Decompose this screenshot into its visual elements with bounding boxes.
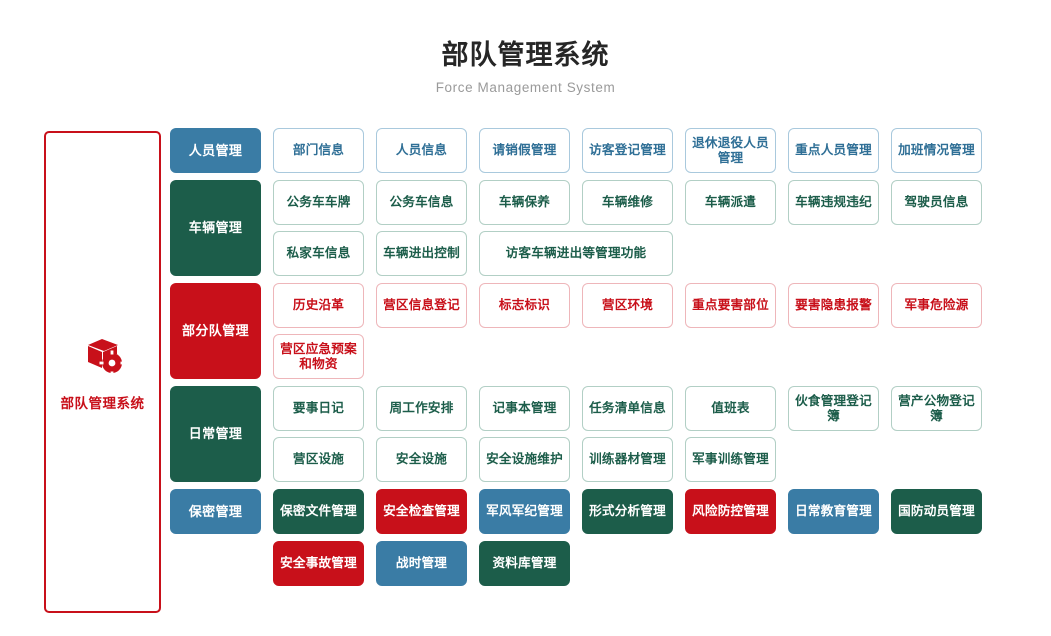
module-row: 部门信息人员信息请销假管理访客登记管理退休退役人员管理重点人员管理加班情况管理 xyxy=(273,128,1040,173)
module-button[interactable]: 车辆进出控制 xyxy=(376,231,467,276)
module-button[interactable]: 退休退役人员管理 xyxy=(685,128,776,173)
module-row: 安全事故管理战时管理资料库管理 xyxy=(273,541,1040,586)
module-button[interactable]: 驾驶员信息 xyxy=(891,180,982,225)
module-button[interactable]: 伙食管理登记簿 xyxy=(788,386,879,431)
group-gap xyxy=(170,482,1040,489)
module-group-unit: 部分队管理历史沿革营区信息登记标志标识营区环境重点要害部位要害隐患报警军事危险源… xyxy=(170,283,1040,379)
module-button[interactable]: 公务车车牌 xyxy=(273,180,364,225)
group-body-daily: 要事日记周工作安排记事本管理任务清单信息值班表伙食管理登记簿营产公物登记簿营区设… xyxy=(273,386,1040,482)
module-button[interactable]: 请销假管理 xyxy=(479,128,570,173)
module-button[interactable]: 安全设施 xyxy=(376,437,467,482)
group-gap xyxy=(170,586,1040,593)
module-row: 私家车信息车辆进出控制访客车辆进出等管理功能 xyxy=(273,231,1040,276)
module-button[interactable]: 军事危险源 xyxy=(891,283,982,328)
page-title: 部队管理系统 xyxy=(441,40,610,70)
group-header-spacer xyxy=(170,541,261,586)
module-group-vehicle: 车辆管理公务车车牌公务车信息车辆保养车辆维修车辆派遣车辆违规违纪驾驶员信息私家车… xyxy=(170,180,1040,276)
module-button[interactable]: 军事训练管理 xyxy=(685,437,776,482)
module-button[interactable]: 重点要害部位 xyxy=(685,283,776,328)
module-button[interactable]: 车辆保养 xyxy=(479,180,570,225)
module-button[interactable]: 营区环境 xyxy=(582,283,673,328)
module-button[interactable]: 历史沿革 xyxy=(273,283,364,328)
group-gap xyxy=(170,173,1040,180)
module-button[interactable]: 记事本管理 xyxy=(479,386,570,431)
box-gear-icon xyxy=(79,332,127,380)
module-row: 保密文件管理安全检查管理军风军纪管理形式分析管理风险防控管理日常教育管理国防动员… xyxy=(273,489,1040,534)
group-gap xyxy=(170,276,1040,283)
page-subtitle: Force Management System xyxy=(435,80,616,95)
module-button[interactable]: 车辆派遣 xyxy=(685,180,776,225)
module-button[interactable]: 访客车辆进出等管理功能 xyxy=(479,231,673,276)
module-button[interactable]: 营区设施 xyxy=(273,437,364,482)
group-header-security[interactable]: 保密管理 xyxy=(170,489,261,534)
group-header-daily[interactable]: 日常管理 xyxy=(170,386,261,482)
sidebar-system-label: 部队管理系统 xyxy=(60,396,145,411)
module-button[interactable]: 国防动员管理 xyxy=(891,489,982,534)
group-header-unit[interactable]: 部分队管理 xyxy=(170,283,261,379)
module-button[interactable]: 营区应急预案和物资 xyxy=(273,334,364,379)
module-button[interactable]: 战时管理 xyxy=(376,541,467,586)
group-body-vehicle: 公务车车牌公务车信息车辆保养车辆维修车辆派遣车辆违规违纪驾驶员信息私家车信息车辆… xyxy=(273,180,1040,276)
module-button[interactable]: 人员信息 xyxy=(376,128,467,173)
group-header-vehicle[interactable]: 车辆管理 xyxy=(170,180,261,276)
group-gap xyxy=(170,534,1040,541)
module-button[interactable]: 周工作安排 xyxy=(376,386,467,431)
module-row: 营区应急预案和物资 xyxy=(273,334,1040,379)
module-button[interactable]: 车辆维修 xyxy=(582,180,673,225)
module-button[interactable]: 值班表 xyxy=(685,386,776,431)
module-grid: 人员管理部门信息人员信息请销假管理访客登记管理退休退役人员管理重点人员管理加班情… xyxy=(170,128,1040,593)
module-button[interactable]: 私家车信息 xyxy=(273,231,364,276)
module-group-daily: 日常管理要事日记周工作安排记事本管理任务清单信息值班表伙食管理登记簿营产公物登记… xyxy=(170,386,1040,482)
module-group-extra: 安全事故管理战时管理资料库管理 xyxy=(170,541,1040,586)
module-button[interactable]: 日常教育管理 xyxy=(788,489,879,534)
module-button[interactable]: 安全事故管理 xyxy=(273,541,364,586)
group-gap xyxy=(170,379,1040,386)
module-row: 要事日记周工作安排记事本管理任务清单信息值班表伙食管理登记簿营产公物登记簿 xyxy=(273,386,1040,431)
module-group-security: 保密管理保密文件管理安全检查管理军风军纪管理形式分析管理风险防控管理日常教育管理… xyxy=(170,489,1040,534)
module-button[interactable]: 要事日记 xyxy=(273,386,364,431)
module-button[interactable]: 标志标识 xyxy=(479,283,570,328)
module-button[interactable]: 保密文件管理 xyxy=(273,489,364,534)
module-button[interactable]: 营区信息登记 xyxy=(376,283,467,328)
module-button[interactable]: 安全检查管理 xyxy=(376,489,467,534)
module-button[interactable]: 风险防控管理 xyxy=(685,489,776,534)
module-button[interactable]: 部门信息 xyxy=(273,128,364,173)
group-body-unit: 历史沿革营区信息登记标志标识营区环境重点要害部位要害隐患报警军事危险源营区应急预… xyxy=(273,283,1040,379)
module-group-personnel: 人员管理部门信息人员信息请销假管理访客登记管理退休退役人员管理重点人员管理加班情… xyxy=(170,128,1040,173)
module-row: 公务车车牌公务车信息车辆保养车辆维修车辆派遣车辆违规违纪驾驶员信息 xyxy=(273,180,1040,225)
module-row: 营区设施安全设施安全设施维护训练器材管理军事训练管理 xyxy=(273,437,1040,482)
group-body-security: 保密文件管理安全检查管理军风军纪管理形式分析管理风险防控管理日常教育管理国防动员… xyxy=(273,489,1040,534)
module-button[interactable]: 公务车信息 xyxy=(376,180,467,225)
module-button[interactable]: 任务清单信息 xyxy=(582,386,673,431)
group-body-personnel: 部门信息人员信息请销假管理访客登记管理退休退役人员管理重点人员管理加班情况管理 xyxy=(273,128,1040,173)
module-button[interactable]: 资料库管理 xyxy=(479,541,570,586)
module-button[interactable]: 要害隐患报警 xyxy=(788,283,879,328)
module-button[interactable]: 访客登记管理 xyxy=(582,128,673,173)
module-button[interactable]: 加班情况管理 xyxy=(891,128,982,173)
module-button[interactable]: 车辆违规违纪 xyxy=(788,180,879,225)
module-button[interactable]: 训练器材管理 xyxy=(582,437,673,482)
module-button[interactable]: 重点人员管理 xyxy=(788,128,879,173)
sidebar-system-card[interactable]: 部队管理系统 xyxy=(44,131,161,613)
module-button[interactable]: 形式分析管理 xyxy=(582,489,673,534)
module-button[interactable]: 军风军纪管理 xyxy=(479,489,570,534)
module-row: 历史沿革营区信息登记标志标识营区环境重点要害部位要害隐患报警军事危险源 xyxy=(273,283,1040,328)
page-header: 部队管理系统 Force Management System xyxy=(0,38,1051,98)
module-button[interactable]: 营产公物登记簿 xyxy=(891,386,982,431)
group-body-extra: 安全事故管理战时管理资料库管理 xyxy=(273,541,1040,586)
module-button[interactable]: 安全设施维护 xyxy=(479,437,570,482)
group-header-personnel[interactable]: 人员管理 xyxy=(170,128,261,173)
